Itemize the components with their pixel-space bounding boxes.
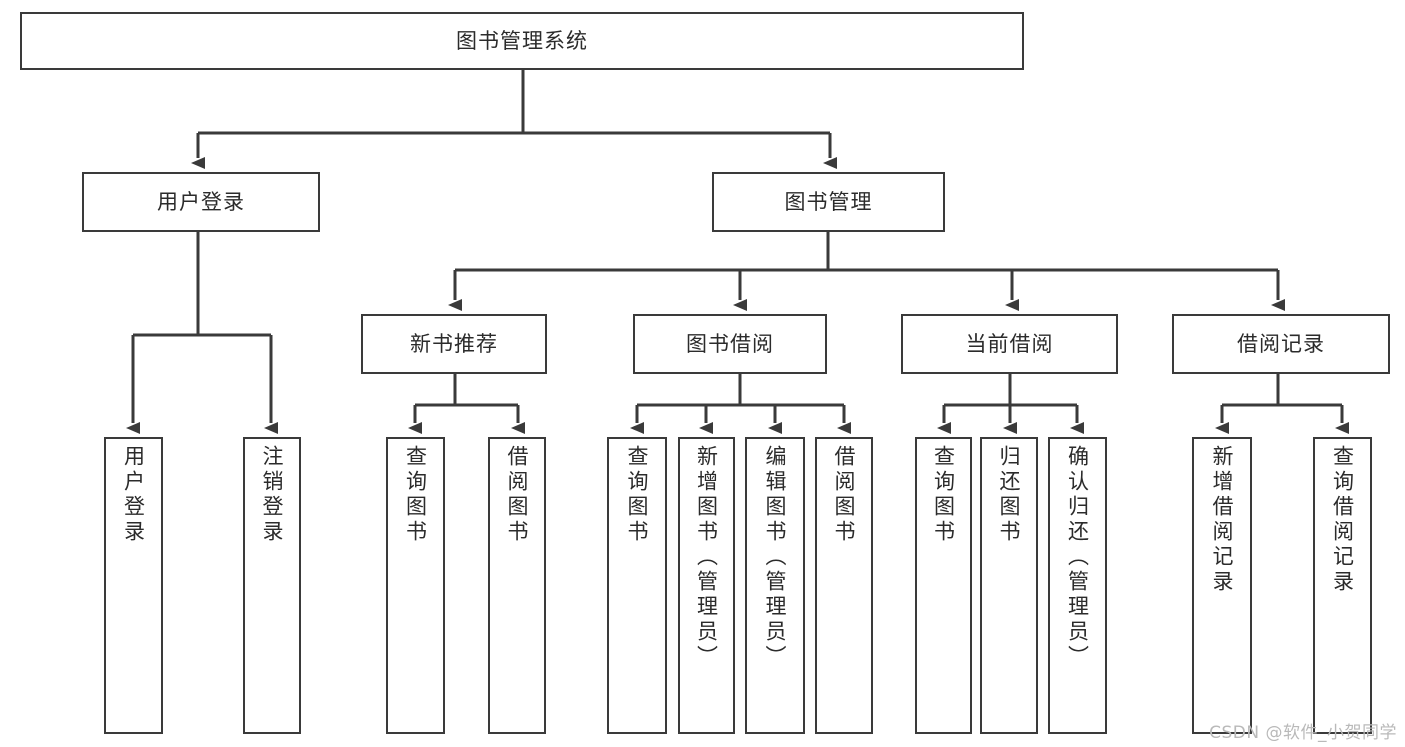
node-leaf-query-book-3[interactable]: 查询图书 [915, 437, 972, 734]
node-leaf-return-book[interactable]: 归还图书 [980, 437, 1038, 734]
node-new-book-recommend[interactable]: 新书推荐 [361, 314, 547, 374]
node-leaf-confirm-return[interactable]: 确认归还（管理员） [1048, 437, 1107, 734]
node-leaf-query-book-2[interactable]: 查询图书 [607, 437, 667, 734]
node-leaf-add-borrow-record[interactable]: 新增借阅记录 [1192, 437, 1252, 734]
node-leaf-return-book-label: 归还图书 [997, 445, 1022, 545]
node-leaf-query-book-2-label: 查询图书 [625, 445, 650, 545]
node-leaf-user-login-label: 用户登录 [121, 445, 146, 545]
node-leaf-edit-book[interactable]: 编辑图书（管理员） [745, 437, 805, 734]
node-leaf-confirm-return-label: 确认归还（管理员） [1065, 445, 1090, 670]
node-leaf-borrow-book-1[interactable]: 借阅图书 [488, 437, 546, 734]
node-leaf-add-book[interactable]: 新增图书（管理员） [678, 437, 735, 734]
node-leaf-query-borrow-record-label: 查询借阅记录 [1330, 445, 1355, 595]
node-borrow-record[interactable]: 借阅记录 [1172, 314, 1390, 374]
node-book-borrow[interactable]: 图书借阅 [633, 314, 827, 374]
node-leaf-borrow-book-1-label: 借阅图书 [505, 445, 530, 545]
node-leaf-add-book-label: 新增图书（管理员） [694, 445, 719, 670]
node-root[interactable]: 图书管理系统 [20, 12, 1024, 70]
node-leaf-logout-login[interactable]: 注销登录 [243, 437, 301, 734]
node-leaf-borrow-book-2-label: 借阅图书 [832, 445, 857, 545]
node-leaf-query-book-1-label: 查询图书 [403, 445, 428, 545]
node-user-login-label: 用户登录 [157, 189, 245, 214]
node-book-borrow-label: 图书借阅 [686, 331, 774, 356]
node-leaf-logout-login-label: 注销登录 [260, 445, 285, 545]
node-leaf-query-book-3-label: 查询图书 [931, 445, 956, 545]
node-current-borrow[interactable]: 当前借阅 [901, 314, 1118, 374]
node-leaf-user-login[interactable]: 用户登录 [104, 437, 163, 734]
csdn-watermark: CSDN @软件_小贺同学 [1209, 723, 1397, 743]
node-leaf-query-book-1[interactable]: 查询图书 [386, 437, 445, 734]
node-leaf-add-borrow-record-label: 新增借阅记录 [1210, 445, 1235, 595]
node-borrow-record-label: 借阅记录 [1237, 331, 1325, 356]
node-leaf-edit-book-label: 编辑图书（管理员） [763, 445, 788, 670]
node-user-login[interactable]: 用户登录 [82, 172, 320, 232]
node-leaf-borrow-book-2[interactable]: 借阅图书 [815, 437, 873, 734]
node-current-borrow-label: 当前借阅 [965, 331, 1054, 356]
node-new-book-recommend-label: 新书推荐 [410, 331, 498, 356]
node-book-manage[interactable]: 图书管理 [712, 172, 945, 232]
node-root-label: 图书管理系统 [456, 28, 588, 53]
node-book-manage-label: 图书管理 [784, 189, 873, 214]
node-leaf-query-borrow-record[interactable]: 查询借阅记录 [1313, 437, 1372, 734]
